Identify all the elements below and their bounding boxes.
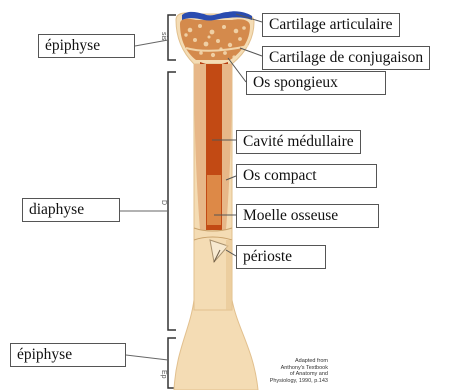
label-os-compact: Os compact: [236, 164, 377, 188]
label-cartilage-conjugaison: Cartilage de conjugaison: [262, 46, 430, 70]
label-moelle-osseuse: Moelle osseuse: [236, 204, 379, 228]
credit-line-2: Anthony's Textbook: [266, 365, 328, 372]
label-epiphyse-bottom: épiphyse: [10, 343, 126, 367]
source-credit: Adapted from Anthony's Textbook of Anato…: [266, 358, 328, 384]
epiphyse-bracket-top: [168, 15, 176, 60]
label-os-spongieux: Os spongieux: [246, 71, 386, 95]
credit-line-3: of Anatomy and: [266, 371, 328, 378]
diaphyse-bracket: [168, 72, 176, 330]
label-cartilage-articulaire: Cartilage articulaire: [262, 13, 400, 37]
credit-line-4: Physiology, 1990, p.143: [266, 378, 328, 385]
side-letter-bottom: Ep: [160, 370, 167, 379]
side-letter-top: sis: [160, 32, 167, 41]
connector-epiphyse-top: [135, 40, 168, 46]
side-letter-middle: D: [160, 200, 167, 205]
label-cavite-medullaire: Cavité médullaire: [236, 130, 361, 154]
label-diaphyse: diaphyse: [22, 198, 120, 222]
label-perioste: périoste: [236, 245, 326, 269]
label-epiphyse-top: épiphyse: [38, 34, 135, 58]
credit-line-1: Adapted from: [266, 358, 328, 365]
bone-illustration: [174, 11, 258, 390]
connector-epiphyse-bottom: [126, 355, 168, 360]
